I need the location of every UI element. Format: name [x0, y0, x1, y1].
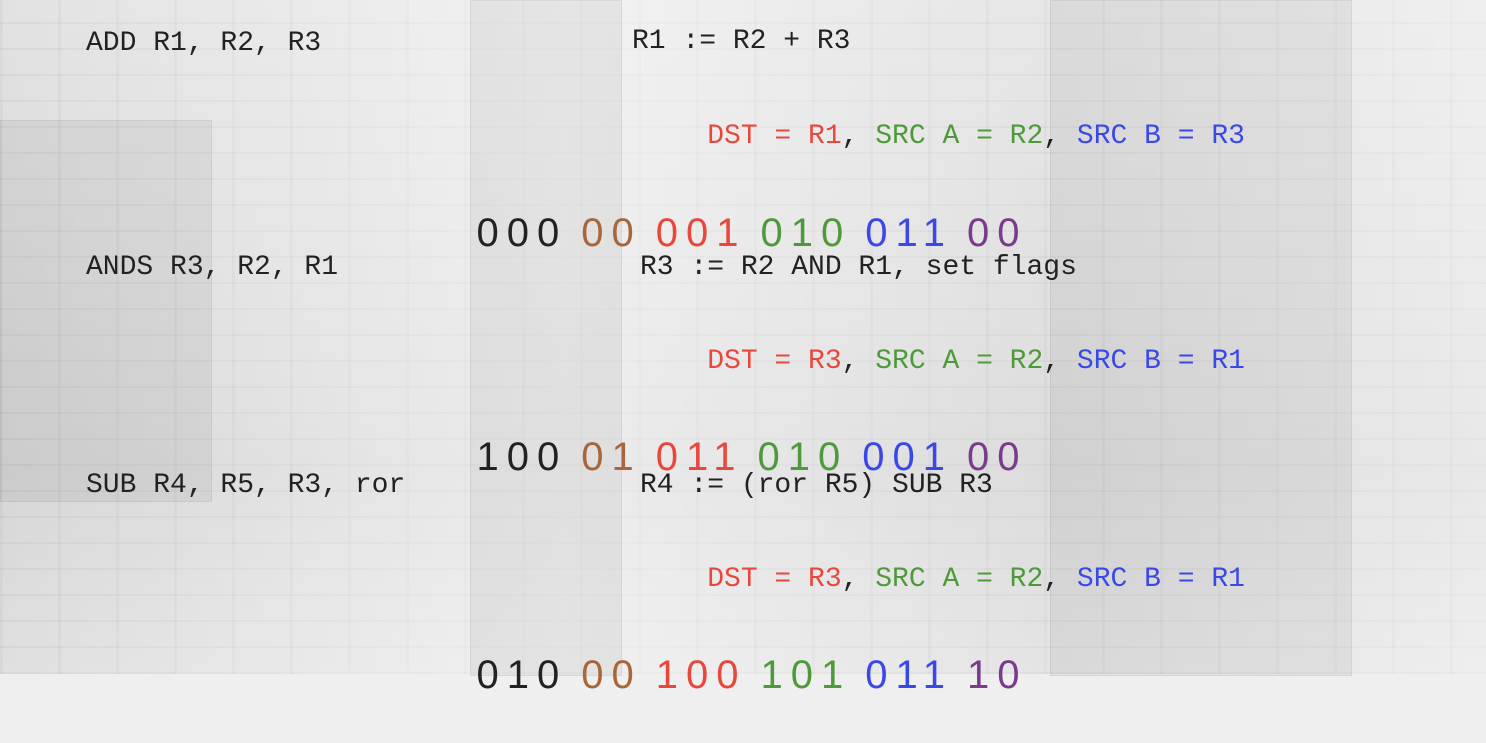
instruction-3-sep2: ,	[1043, 564, 1077, 595]
instruction-2-fields: DST = R3, SRC A = R2, SRC B = R1	[640, 315, 1245, 408]
instruction-2-bits-dst: 011	[655, 435, 744, 479]
instruction-1-description: R1 := R2 + R3	[632, 26, 851, 57]
instruction-2-bits-src-b: 001	[862, 435, 953, 479]
instruction-1-bits-field1: 00	[581, 211, 642, 255]
instruction-2-description: R3 := R2 AND R1, set flags	[640, 252, 1077, 283]
instruction-1-sep1: ,	[841, 121, 876, 152]
instruction-1-dst: DST = R1	[707, 121, 842, 152]
instruction-3-bits-src-a: 101	[760, 653, 852, 697]
instruction-3-fields: DST = R3, SRC A = R2, SRC B = R1	[640, 533, 1245, 626]
instruction-1-fields: DST = R1, SRC A = R2, SRC B = R3	[640, 90, 1245, 183]
instruction-1-bits-dst: 001	[655, 211, 747, 255]
instruction-1-src-b: SRC B = R3	[1076, 121, 1245, 152]
instruction-1-sep2: ,	[1043, 121, 1077, 152]
instruction-1-bits-opcode: 000	[476, 211, 568, 255]
instruction-2-src-a: SRC A = R2	[875, 346, 1044, 377]
instruction-2-encoding: 100 01 011 010 001 00	[400, 390, 1041, 525]
instruction-3-bits-field1: 00	[581, 653, 642, 697]
instruction-2-bits-field2: 00	[966, 435, 1028, 479]
instruction-2-sep2: ,	[1043, 346, 1077, 377]
instruction-3-dst: DST = R3	[707, 564, 842, 595]
instruction-2-src-b: SRC B = R1	[1076, 346, 1245, 377]
instruction-3-src-b: SRC B = R1	[1076, 564, 1245, 595]
instruction-3-bits-opcode: 010	[476, 653, 568, 697]
instruction-3-bits-src-b: 011	[865, 653, 953, 697]
instruction-2-bits-field1: 01	[581, 435, 642, 479]
slide-content: ADD R1, R2, R3 R1 := R2 + R3 DST = R1, S…	[86, 26, 1245, 697]
background-panel-left	[0, 120, 212, 502]
instruction-2-bits-opcode: 100	[476, 435, 568, 479]
instruction-1-bits-field2: 00	[966, 211, 1028, 255]
instruction-3-bits-field2: 10	[966, 653, 1028, 697]
instruction-1-src-a: SRC A = R2	[875, 121, 1044, 152]
instruction-3-src-a: SRC A = R2	[875, 564, 1044, 595]
instruction-1-bits-src-a: 010	[760, 211, 852, 255]
instruction-1-assembly: ADD R1, R2, R3	[86, 28, 322, 59]
instruction-3-sep1: ,	[841, 564, 876, 595]
background-machine-photo	[0, 0, 1486, 674]
instruction-2-dst: DST = R3	[707, 346, 842, 377]
background-panel-right	[1050, 0, 1352, 676]
instruction-3-description: R4 := (ror R5) SUB R3	[640, 470, 993, 501]
instruction-3-bits-dst: 100	[655, 653, 747, 697]
instruction-2-bits-src-a: 010	[757, 435, 849, 479]
instruction-2-assembly: ANDS R3, R2, R1	[86, 252, 339, 283]
instruction-1-bits-src-b: 011	[865, 211, 953, 255]
instruction-3-assembly: SUB R4, R5, R3, ror	[86, 470, 406, 501]
instruction-3-encoding: 010 00 100 101 011 10	[400, 608, 1041, 743]
instruction-2-sep1: ,	[841, 346, 876, 377]
